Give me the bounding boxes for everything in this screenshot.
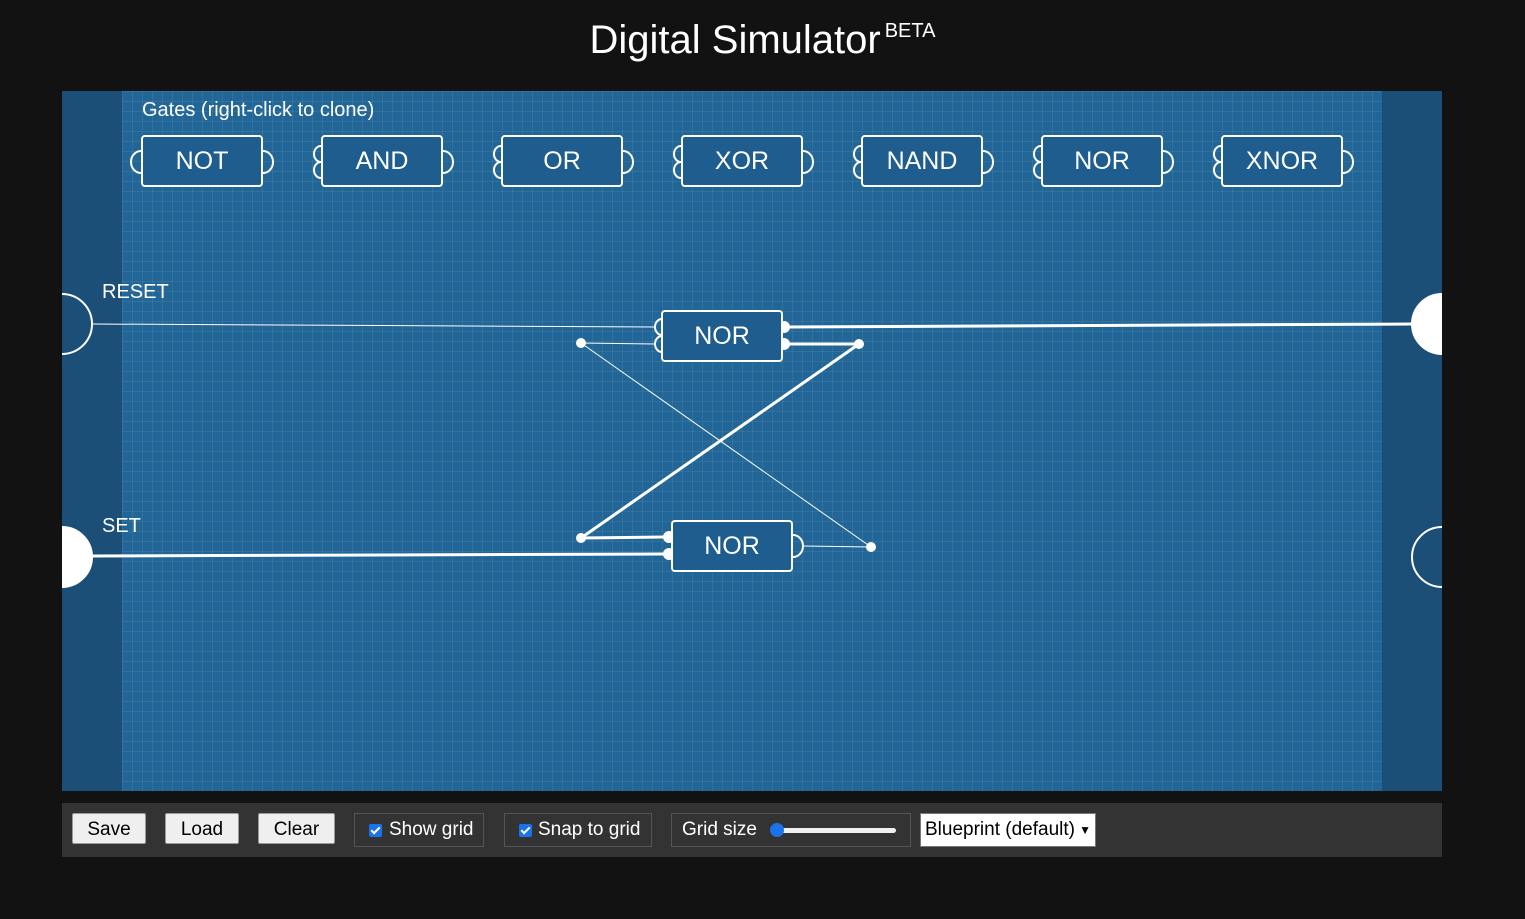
palette-xnor-output-port bbox=[1342, 150, 1354, 174]
beta-badge: BETA bbox=[884, 20, 936, 42]
snap-to-grid-checkbox[interactable] bbox=[519, 824, 532, 837]
wire-cross-to-top bbox=[580, 342, 872, 548]
palette-nand-input-port-2 bbox=[853, 161, 862, 179]
chevron-down-icon: ▼ bbox=[1079, 823, 1091, 837]
q-output-pin bbox=[1411, 293, 1442, 355]
wire-junction bbox=[576, 533, 586, 543]
circuit-gate-bottom-nor[interactable]: NOR bbox=[671, 520, 793, 572]
palette-and-input-port-2 bbox=[313, 161, 322, 179]
top-nor-input-port-2 bbox=[654, 335, 663, 353]
reset-input-pin bbox=[62, 293, 93, 355]
wire-junction bbox=[866, 542, 876, 552]
palette-xnor-input-port-2 bbox=[1213, 161, 1222, 179]
grid-size-slider-track[interactable] bbox=[776, 828, 896, 833]
wire-top-in-stub bbox=[580, 342, 656, 345]
show-grid-checkbox[interactable] bbox=[369, 824, 382, 837]
qbar-output-pin bbox=[1411, 526, 1442, 588]
wires-layer bbox=[62, 145, 1442, 588]
palette-xor-output-port bbox=[802, 150, 814, 174]
circuit-gate-top-nor[interactable]: NOR bbox=[661, 310, 783, 362]
palette-label: Gates (right-click to clone) bbox=[142, 99, 375, 121]
palette-gate-not[interactable]: NOT bbox=[141, 135, 263, 187]
theme-selected-value: Blueprint (default) bbox=[925, 819, 1075, 840]
top-nor-input-port-1 bbox=[654, 318, 663, 336]
palette-gate-xor[interactable]: XOR bbox=[681, 135, 803, 187]
palette-nor-output-port bbox=[1162, 150, 1174, 174]
canvas-area[interactable] bbox=[122, 91, 1382, 791]
grid-size-slider-thumb[interactable] bbox=[770, 823, 784, 837]
load-button[interactable]: Load bbox=[165, 813, 239, 844]
wire-bottom-in-stub bbox=[580, 535, 665, 540]
palette-gate-nor[interactable]: NOR bbox=[1041, 135, 1163, 187]
palette-not-input-port bbox=[130, 150, 142, 174]
palette-xor-input-port-2 bbox=[673, 161, 682, 179]
show-grid-label: Show grid bbox=[389, 819, 474, 840]
theme-select[interactable]: Blueprint (default) ▼ bbox=[920, 813, 1096, 847]
set-input-pin bbox=[62, 526, 93, 588]
palette-not-output-port bbox=[262, 150, 274, 174]
wire-top-nor-to-q bbox=[788, 322, 1413, 329]
outputs-column bbox=[1382, 91, 1442, 791]
snap-to-grid-label: Snap to grid bbox=[538, 819, 641, 840]
palette-nand-output-port bbox=[982, 150, 994, 174]
show-grid-option[interactable]: Show grid bbox=[354, 813, 484, 847]
palette-connectors bbox=[130, 145, 1354, 179]
toolbar: Save Load Clear Show grid Snap to grid G… bbox=[62, 803, 1442, 857]
palette-or-input-port-2 bbox=[493, 161, 502, 179]
palette-nor-input-port-1 bbox=[1033, 145, 1042, 163]
wire-junction bbox=[576, 338, 586, 348]
set-input-label: SET bbox=[102, 515, 141, 537]
palette-xor-input-port-1 bbox=[673, 145, 682, 163]
grid-size-label: Grid size bbox=[682, 819, 757, 840]
palette-xnor-input-port-1 bbox=[1213, 145, 1222, 163]
palette-gate-or[interactable]: OR bbox=[501, 135, 623, 187]
palette-gate-nand[interactable]: NAND bbox=[861, 135, 983, 187]
wire-bottom-out-stub bbox=[802, 545, 872, 548]
wire-set-to-bottom-nor bbox=[91, 552, 665, 558]
palette-or-input-port-1 bbox=[493, 145, 502, 163]
wire-junction bbox=[854, 339, 864, 349]
palette-gate-xnor[interactable]: XNOR bbox=[1221, 135, 1343, 187]
palette-nor-input-port-2 bbox=[1033, 161, 1042, 179]
save-button[interactable]: Save bbox=[72, 813, 146, 844]
app-title: Digital Simulator bbox=[589, 18, 881, 62]
clear-button[interactable]: Clear bbox=[258, 813, 335, 844]
snap-to-grid-option[interactable]: Snap to grid bbox=[504, 813, 652, 847]
palette-or-output-port bbox=[622, 150, 634, 174]
grid-size-control: Grid size bbox=[671, 813, 911, 847]
inputs-column bbox=[62, 91, 122, 791]
palette-and-output-port bbox=[442, 150, 454, 174]
reset-input-label: RESET bbox=[102, 281, 169, 303]
circuit-board[interactable]: Gates (right-click to clone) bbox=[62, 91, 1442, 791]
palette-and-input-port-1 bbox=[313, 145, 322, 163]
wire-reset-to-top-nor bbox=[91, 323, 656, 328]
palette-nand-input-port-1 bbox=[853, 145, 862, 163]
bottom-nor-output-port bbox=[792, 534, 804, 558]
palette-gate-and[interactable]: AND bbox=[321, 135, 443, 187]
